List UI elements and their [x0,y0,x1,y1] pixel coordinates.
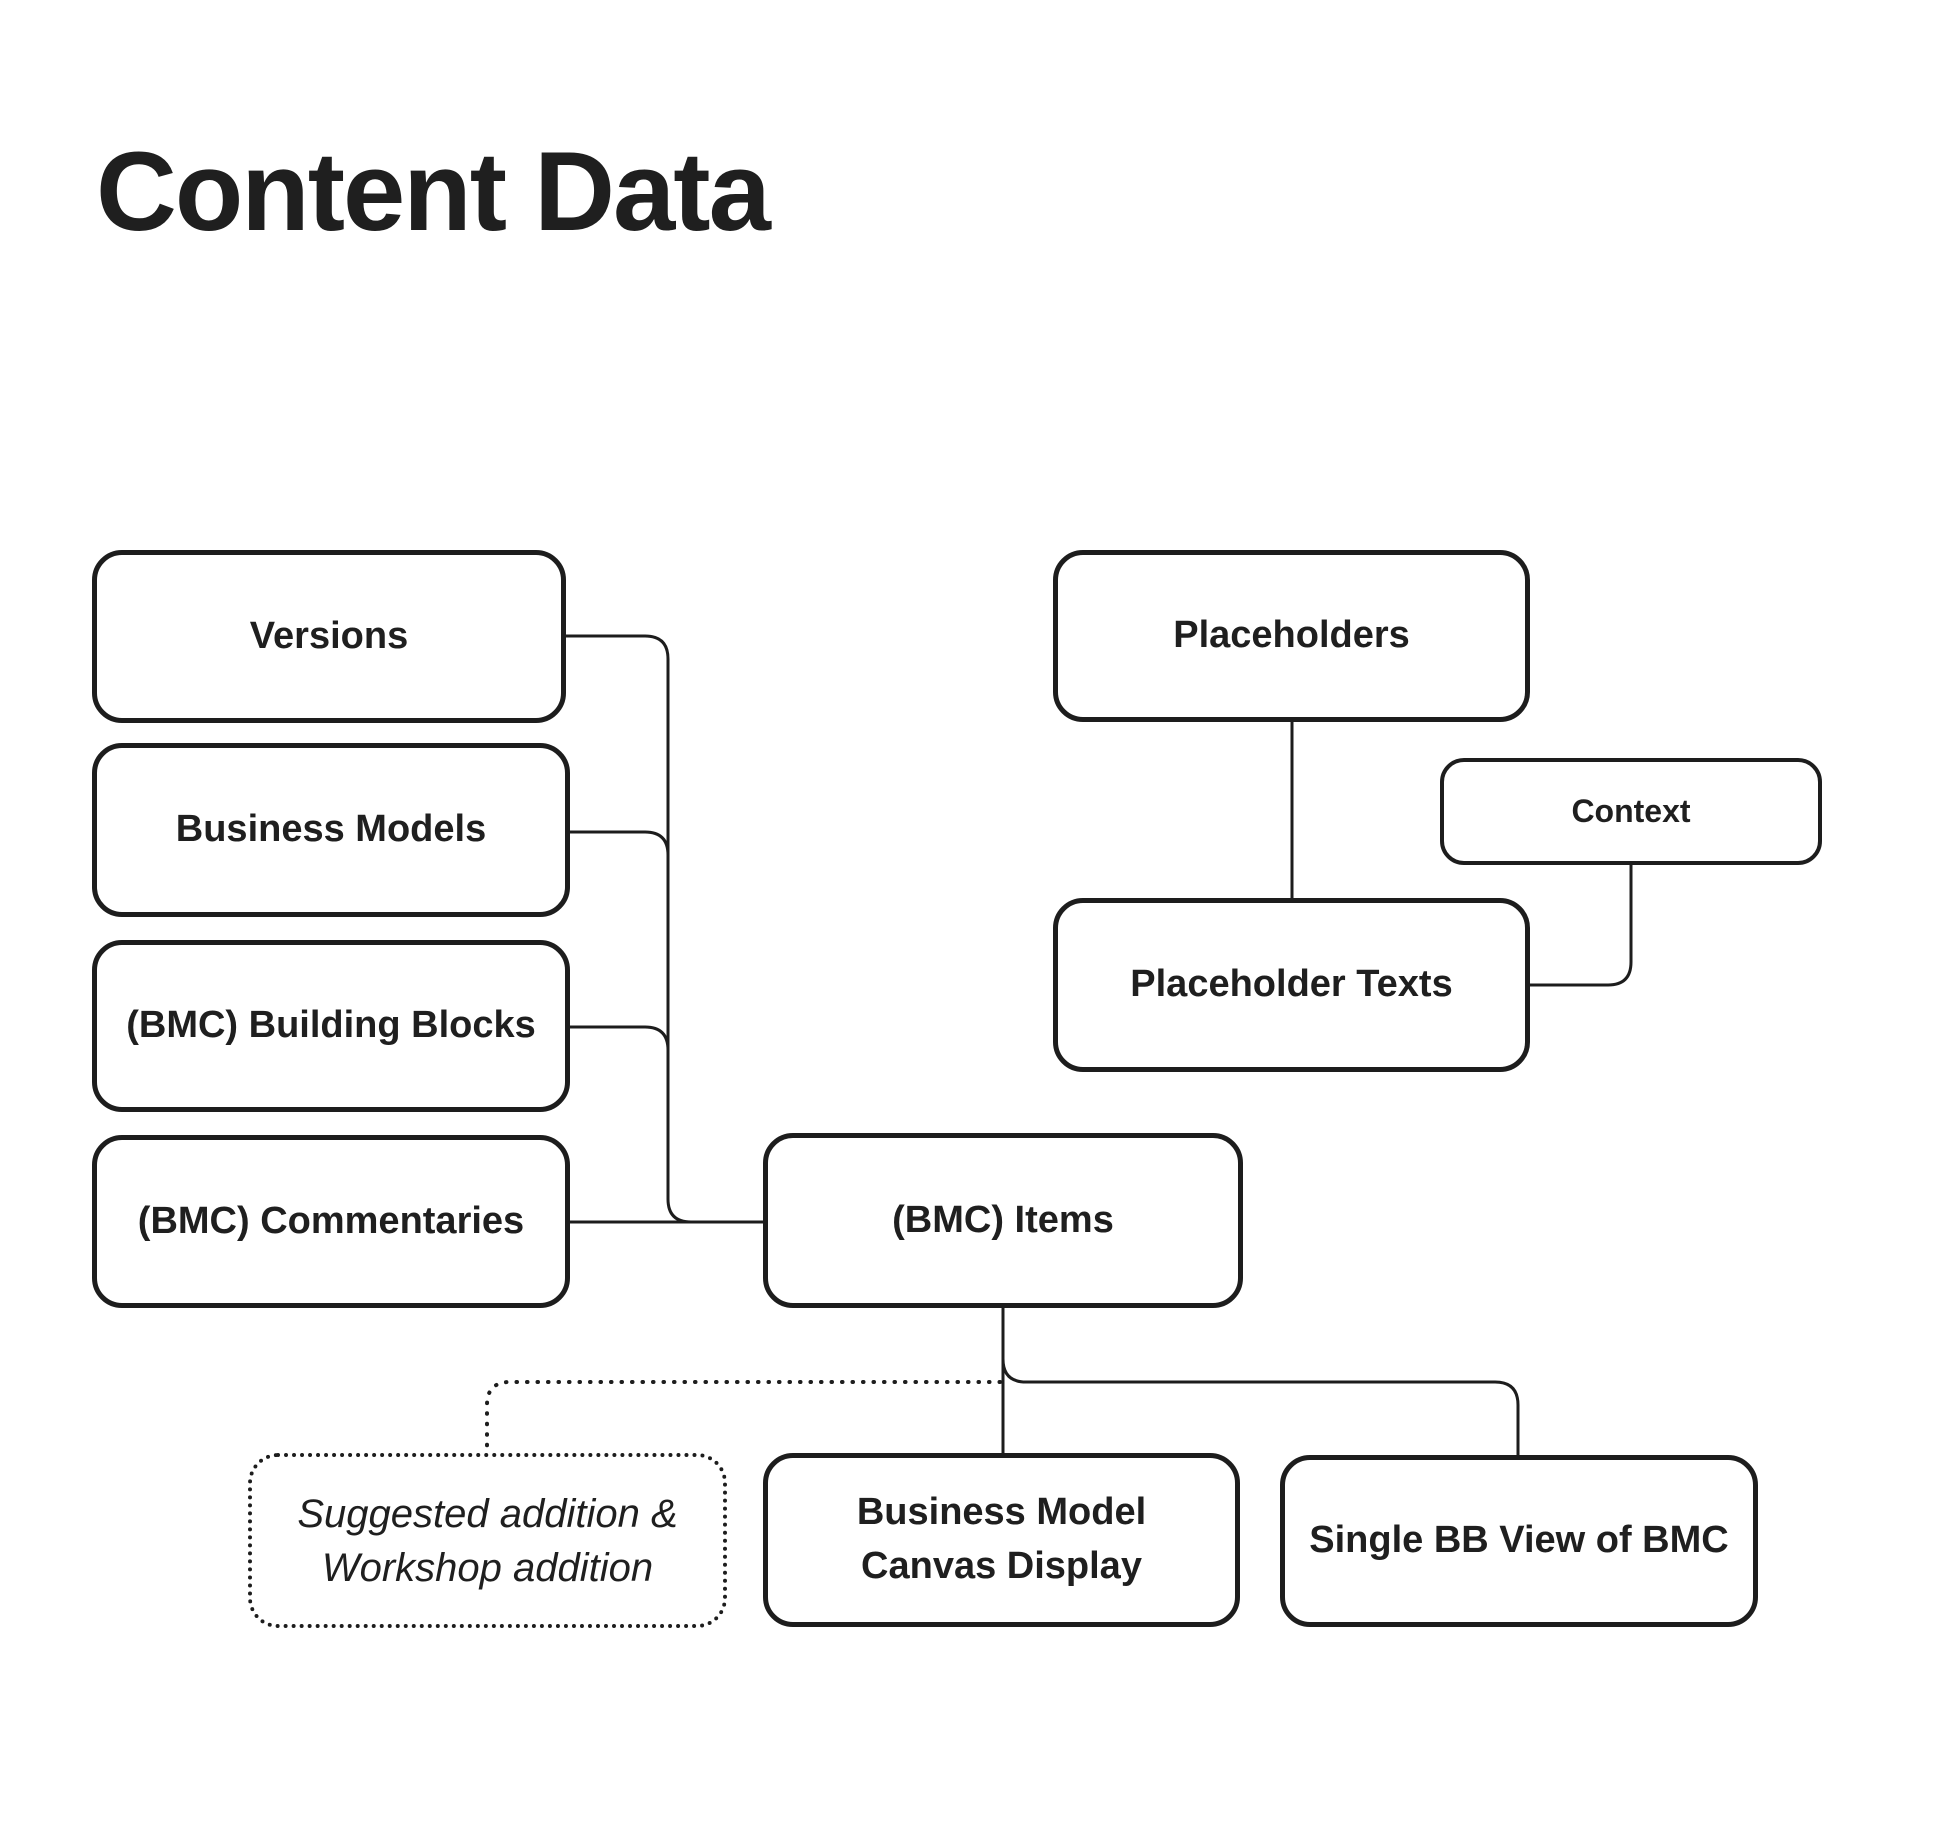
node-context-label: Context [1571,792,1691,829]
edge-building-blocks-join [570,1025,670,1051]
page-title: Content Data [96,129,771,254]
node-bmc-building-blocks-label: (BMC) Building Blocks [126,1004,536,1047]
node-bmc-commentaries: (BMC) Commentaries [92,1135,570,1308]
node-bmc-commentaries-label: (BMC) Commentaries [137,1199,525,1242]
node-business-models: Business Models [92,743,570,917]
edge-business-models-join [570,830,670,856]
edge-items-to-suggested-dotted [485,1380,1002,1451]
node-suggested-addition-note: Suggested addition & Workshop addition [248,1453,727,1628]
node-bmc-display: Business Model Canvas Display [763,1453,1240,1627]
node-placeholders: Placeholders [1053,550,1530,722]
edge-context-to-placeholder-texts [1530,865,1633,987]
node-placeholders-label: Placeholders [1173,614,1410,657]
node-suggested-addition-label: Suggested addition & Workshop addition [297,1491,678,1590]
node-versions: Versions [92,550,566,723]
node-single-bb-view-label: Single BB View of BMC [1309,1519,1729,1562]
node-bmc-building-blocks: (BMC) Building Blocks [92,940,570,1112]
edge-items-to-single-bb [1001,1358,1520,1455]
node-bmc-items-label: (BMC) Items [892,1198,1114,1241]
node-business-models-label: Business Models [175,808,487,851]
node-placeholder-texts: Placeholder Texts [1053,898,1530,1072]
edge-versions-to-items [566,634,763,1224]
node-bmc-display-label: Business Model Canvas Display [856,1491,1147,1587]
node-placeholder-texts-label: Placeholder Texts [1130,963,1453,1006]
node-versions-label: Versions [249,614,409,657]
node-context: Context [1440,758,1822,865]
node-single-bb-view: Single BB View of BMC [1280,1455,1758,1627]
node-bmc-items: (BMC) Items [763,1133,1243,1308]
